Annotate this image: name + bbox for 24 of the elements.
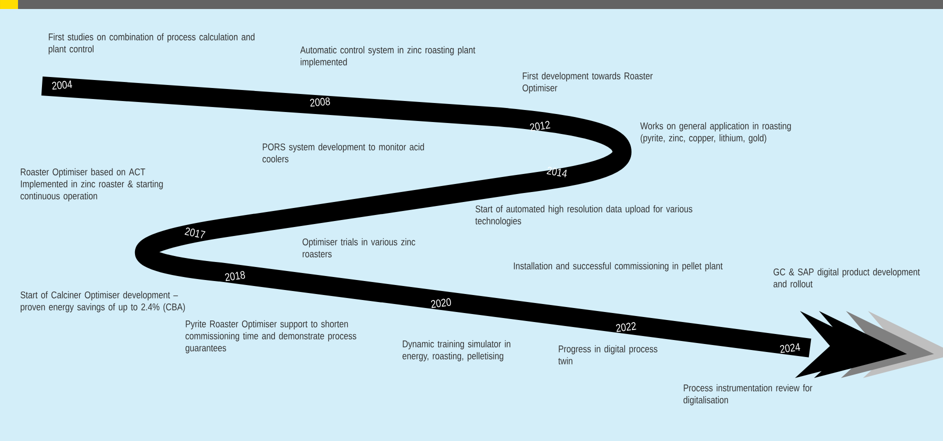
event-text: Installation and successful commissioning in pellet plant	[514, 262, 723, 272]
event-text: First development towards Roaster Optimiser	[522, 72, 653, 94]
year-label: 2022	[616, 322, 636, 332]
event-text: First studies on combination of process calculation and plant control	[48, 33, 254, 54]
year-label: 2004	[52, 80, 72, 90]
event-text: Progress in digital process twin	[558, 345, 658, 364]
year-label: 2020	[431, 298, 451, 308]
event-text: Automatic control system in zinc roasting plant implemented	[300, 46, 476, 68]
event-text: Process instrumentation review for digitalisation	[684, 384, 812, 406]
year-label: 2018	[225, 271, 246, 282]
event-text: Works on general application in roasting (pyrite, zinc, copper, lithium, gold)	[640, 122, 791, 144]
event-text: Start of automated high resolution data upload for various technologies	[475, 205, 692, 226]
event-text: Start of Calciner Optimiser development – proven energy savings of up to 2.4% (CBA)	[20, 291, 185, 312]
event-text: Roaster Optimiser based on ACT Implemented in zinc roaster & starting continuous operation	[20, 168, 163, 202]
event-text: GC & SAP digital product development and rollout	[774, 268, 920, 288]
event-text: PORS system development to monitor acid coolers	[262, 143, 424, 162]
year-label: 2024	[780, 343, 800, 353]
year-label: 2008	[310, 97, 330, 107]
event-text: Pyrite Roaster Optimiser support to shorten commissioning time and demonstrate process guarantees	[186, 320, 356, 354]
year-label: 2014	[546, 166, 567, 178]
event-text: Dynamic training simulator in energy, roasting, pelletising	[402, 340, 510, 362]
year-label: 2012	[530, 120, 550, 132]
event-text: Optimiser trials in various zinc roasters	[302, 238, 416, 258]
year-label: 2017	[184, 228, 206, 238]
